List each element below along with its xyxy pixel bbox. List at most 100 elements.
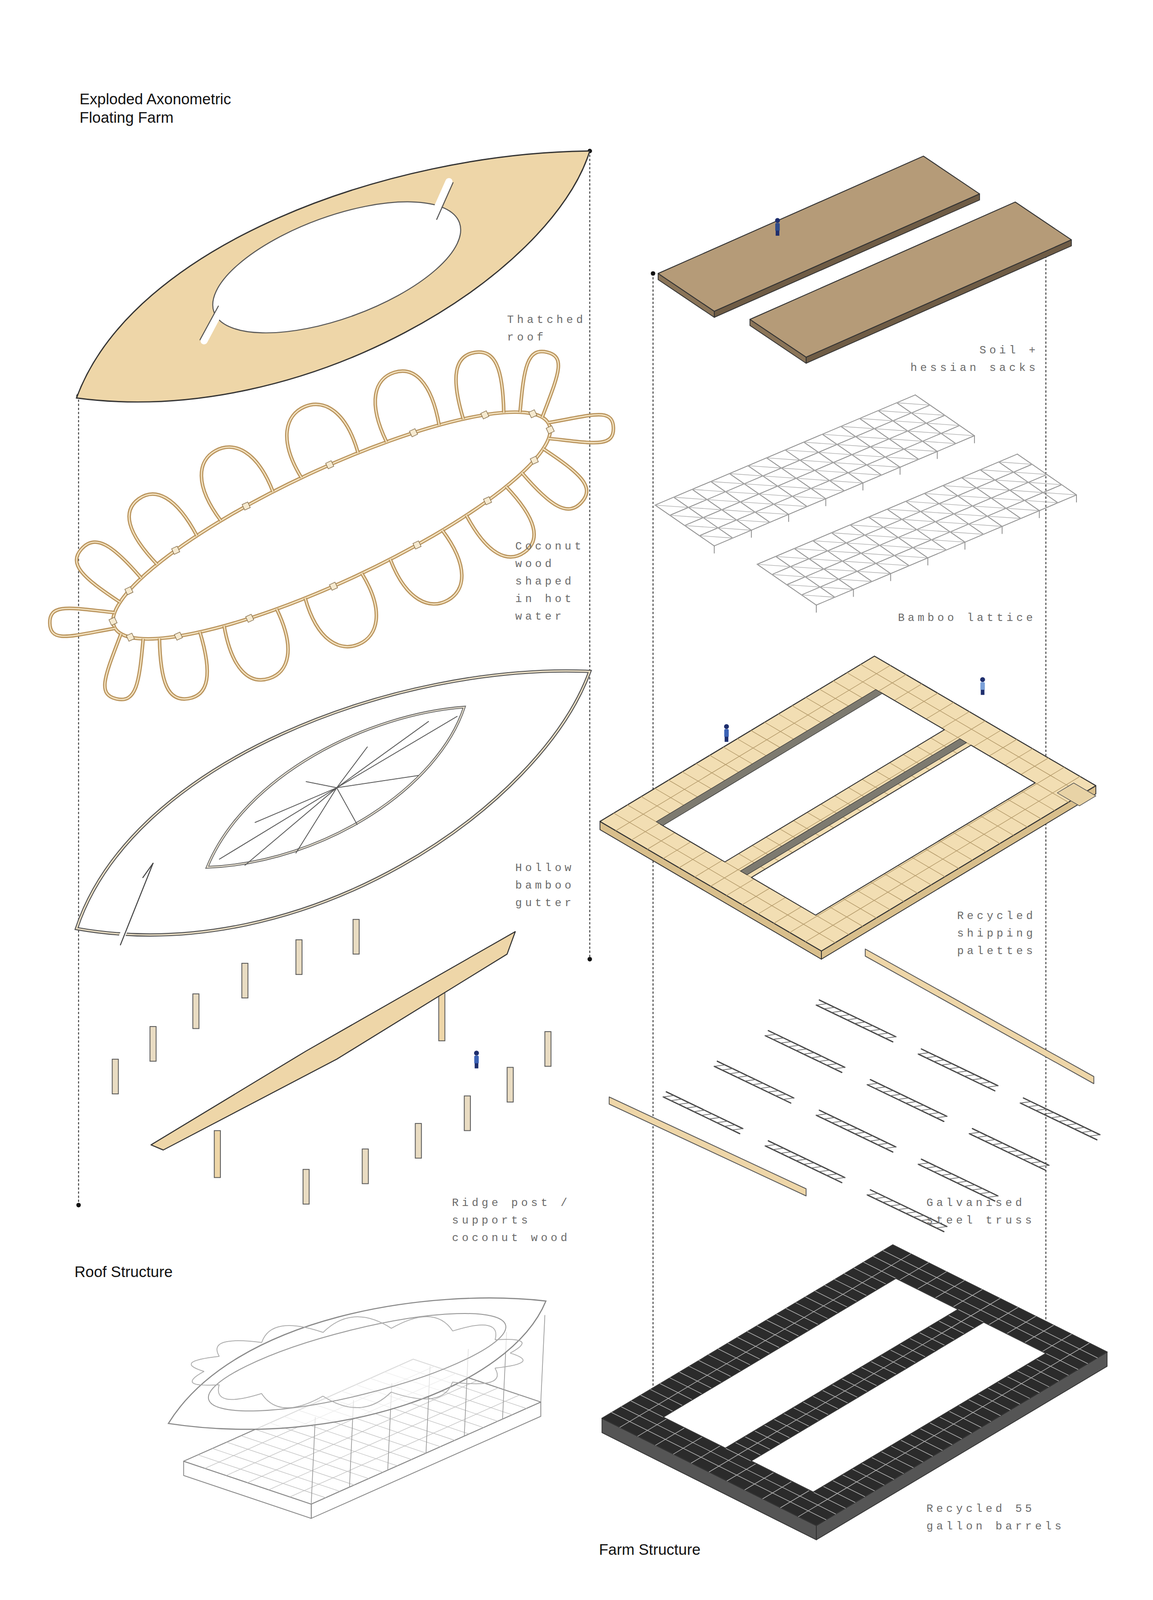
steel-truss [918, 1158, 999, 1201]
gutter-spoke [255, 787, 337, 822]
bamboo-gutter [76, 670, 590, 945]
truss-web [834, 1176, 845, 1179]
truss-web [921, 1108, 932, 1111]
ridge-posts [112, 919, 551, 1204]
roof-split-edge [200, 306, 219, 340]
lattice-brace [754, 511, 789, 515]
lattice-brace [859, 418, 893, 421]
coconut-rib [303, 571, 390, 658]
truss-web [890, 1204, 901, 1206]
truss-chord [870, 1079, 947, 1117]
truss-chord [1023, 1097, 1100, 1135]
truss-chord [663, 1096, 740, 1134]
lattice-brace [829, 480, 863, 483]
person-head [775, 217, 781, 223]
lattice-brace [1028, 481, 1062, 485]
rib-joint [483, 496, 492, 506]
truss-web [671, 1098, 682, 1100]
truss-web [979, 1081, 991, 1083]
support-post [303, 1169, 310, 1204]
truss-web [854, 1021, 866, 1023]
truss-web [874, 1086, 886, 1088]
person-legs [775, 230, 780, 236]
lattice-brace [673, 497, 708, 500]
coconut-rib-highlight [361, 362, 444, 448]
truss-web [839, 1014, 850, 1016]
frame-opening [751, 1321, 1047, 1492]
sketch-post [540, 1314, 546, 1402]
lattice-brace [848, 472, 882, 476]
person-body [724, 728, 729, 737]
coconut-rib [516, 439, 593, 522]
truss-web [824, 1006, 835, 1009]
lattice-brace [866, 464, 900, 468]
truss-web [941, 1063, 952, 1065]
lattice-brace [736, 519, 770, 523]
lattice-brace [868, 517, 902, 520]
truss-web [986, 1085, 998, 1087]
lattice-brace [920, 511, 954, 514]
truss-web [1066, 1123, 1077, 1125]
lattice-bar [786, 474, 1047, 585]
section-heading: Farm Structure [599, 1539, 701, 1559]
sketch-rib [322, 1316, 392, 1332]
truss-web [796, 1158, 807, 1161]
gutter-spoke [336, 787, 357, 825]
support-post [507, 1066, 514, 1102]
support-post [112, 1058, 119, 1094]
lattice-leg [853, 588, 855, 596]
coconut-rib-highlight [190, 435, 276, 523]
lattice-bar [669, 404, 930, 516]
part-label: Thatched roof [507, 311, 592, 347]
lattice-leg [974, 435, 975, 443]
truss-web [885, 1146, 896, 1148]
part-label: Bamboo lattice [897, 609, 1041, 627]
sketch-rib [391, 1381, 453, 1399]
bamboo-lattice [757, 453, 1077, 613]
sketch-rib [192, 1371, 220, 1385]
lattice-brace [692, 489, 726, 492]
sketch-rib [191, 1355, 220, 1372]
rib-ring-inner [90, 373, 573, 678]
part-label: Coconut wood shaped in hot water [515, 537, 590, 626]
truss-web [976, 1135, 988, 1137]
coconut-rib-highlight [516, 439, 593, 522]
part-label: Soil + hessian sacks [905, 341, 1039, 377]
coconut-rib [388, 528, 474, 616]
lattice-leg [1039, 510, 1041, 518]
person-figure [775, 217, 781, 236]
gutter-spoke [336, 775, 419, 788]
lattice-brace [757, 564, 791, 567]
gutter-outer [76, 670, 590, 935]
coconut-rib [121, 482, 202, 568]
support-post [241, 962, 248, 998]
projection-dot [587, 956, 593, 962]
rib-joint [108, 617, 118, 626]
coconut-rib-frame [11, 291, 653, 760]
truss-web [693, 1109, 705, 1112]
coconut-rib [44, 588, 121, 654]
truss-web [1081, 1130, 1093, 1132]
sketch-rib [452, 1367, 498, 1384]
part-label: Galvanised steel truss [926, 1194, 1041, 1230]
truss-web [1035, 1108, 1047, 1111]
coconut-rib-highlight [219, 602, 303, 689]
lattice-leg [788, 514, 790, 522]
lattice-brace [968, 523, 1002, 527]
lattice-brace [744, 483, 778, 487]
lattice-brace [794, 548, 828, 551]
truss-web [1028, 1105, 1039, 1107]
lattice-brace [840, 426, 875, 429]
lattice-brace [861, 552, 895, 556]
truss-web [877, 1142, 889, 1145]
truss-web [885, 1036, 896, 1038]
support-post [464, 1095, 471, 1130]
coconut-rib-highlight [86, 625, 163, 705]
lattice-brace [759, 493, 793, 497]
lattice-brace [935, 521, 969, 524]
coconut-rib [462, 482, 543, 568]
truss-web [913, 1105, 924, 1107]
gutter-spoke [296, 787, 337, 853]
coconut-rib [86, 625, 163, 705]
truss-web [846, 1128, 858, 1130]
